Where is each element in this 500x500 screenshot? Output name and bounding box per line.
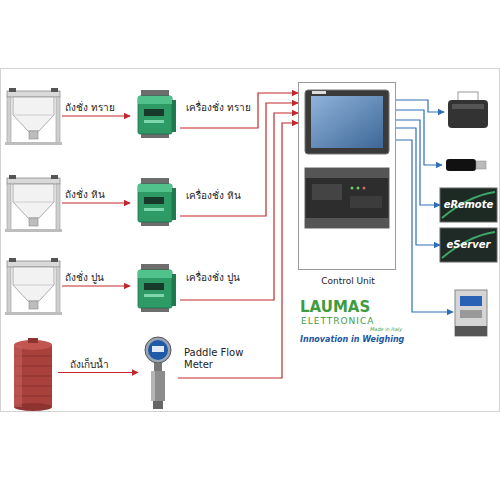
software-node: eServer	[440, 228, 497, 262]
node-label: Control Unit	[299, 275, 397, 287]
signal-arrow	[58, 372, 138, 373]
node-label: ถังชั่ง ทราย	[65, 102, 127, 114]
software-node: eRemote	[440, 188, 497, 222]
plc-unit	[305, 168, 389, 228]
plc-unit	[357, 187, 360, 190]
hmi-panel	[305, 90, 389, 154]
flow-meter	[154, 363, 162, 371]
node-label: ถังชั่ง หิน	[65, 189, 127, 201]
plc-unit	[363, 187, 366, 190]
hopper-node: ถังชั่ง หิน	[5, 172, 62, 234]
weight-indicator	[138, 264, 176, 312]
node-label: eServer	[440, 239, 497, 251]
signal-arrow	[396, 120, 440, 205]
node-label: Paddle Flow Meter	[184, 347, 246, 371]
software-panel	[440, 228, 497, 262]
flow-meter	[151, 371, 155, 401]
node-label: ถังเก็บน้ำ	[70, 359, 132, 371]
inverter	[455, 290, 487, 336]
node-label: eRemote	[440, 199, 497, 211]
logo-text: LAUMAS	[300, 298, 370, 316]
output-wire	[396, 140, 453, 312]
software-panel	[440, 188, 497, 262]
signal-arrow	[180, 103, 298, 216]
inverter	[455, 326, 487, 336]
signal-arrow	[180, 93, 298, 128]
node-label: เครื่องชั่ง หิน	[186, 190, 266, 202]
usb-stick	[446, 159, 476, 171]
logo-text: ELETTRONICA	[301, 316, 374, 326]
water-tank	[14, 345, 52, 407]
plc-unit	[305, 168, 389, 178]
signal-arrow	[62, 202, 130, 203]
flow-meter-node: Paddle Flow Meter	[138, 335, 178, 410]
signal-arrow	[62, 115, 130, 116]
signal-arrow	[62, 285, 130, 286]
printer	[448, 92, 488, 128]
plc-unit	[305, 218, 389, 228]
flow-meter	[151, 371, 165, 401]
plc-unit	[305, 168, 389, 228]
signal-arrow	[178, 123, 298, 378]
logo-tagline: Made in Italy	[370, 326, 402, 332]
flow-meter	[145, 337, 171, 363]
output-wire	[396, 110, 442, 165]
inverter	[460, 310, 482, 318]
printer	[452, 104, 484, 109]
signal-arrow	[396, 128, 440, 245]
indicator-node: เครื่องชั่ง ทราย	[130, 88, 180, 140]
plc-unit	[351, 187, 354, 190]
weight-indicator	[138, 178, 176, 226]
inverter	[455, 290, 487, 336]
weight-indicator	[138, 90, 176, 138]
frame	[1, 69, 500, 412]
hopper-stone	[5, 175, 62, 232]
hmi-panel	[305, 90, 389, 154]
plc-unit	[312, 184, 342, 200]
logo-tagline: Innovation in Weighing	[300, 335, 404, 344]
node-label: เครื่องชั่ง ปูน	[186, 272, 266, 284]
water-tank	[28, 338, 38, 343]
signal-arrow	[180, 113, 298, 300]
node-label: เครื่องชั่ง ทราย	[186, 102, 266, 114]
control-unit-box: Control Unit	[298, 82, 396, 270]
usb-stick	[476, 161, 486, 169]
node-label: ถังชั่ง ปูน	[65, 272, 127, 284]
plc-unit	[350, 196, 382, 208]
hmi-panel	[312, 91, 326, 94]
hmi-panel	[311, 96, 383, 148]
software-panel	[440, 188, 497, 222]
flow-meter	[145, 337, 171, 409]
flow-meter	[153, 401, 163, 409]
hopper-node: ถังชั่ง ทราย	[5, 85, 62, 147]
inverter	[460, 296, 482, 306]
printer	[448, 100, 488, 128]
indicator-node: เครื่องชั่ง ปูน	[130, 262, 180, 314]
water-tank	[14, 345, 22, 407]
indicator-node: เครื่องชั่ง หิน	[130, 176, 180, 228]
tank-node: ถังเก็บน้ำ	[8, 335, 58, 410]
hopper-cement	[5, 258, 62, 315]
flow-meter	[148, 340, 168, 360]
flow-meter	[152, 346, 164, 352]
hopper-sand	[5, 88, 62, 145]
hopper-node: ถังชั่ง ปูน	[5, 255, 62, 317]
usb-stick	[446, 159, 486, 171]
water-tank	[14, 338, 52, 411]
